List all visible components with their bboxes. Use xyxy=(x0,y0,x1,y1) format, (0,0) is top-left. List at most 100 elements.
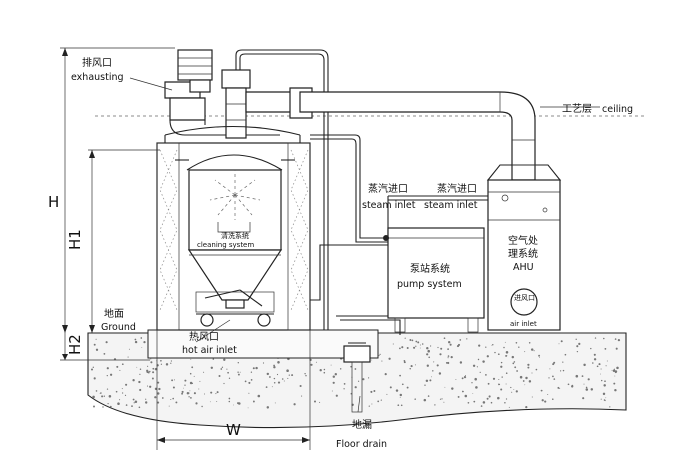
soil-speck xyxy=(400,404,403,407)
soil-speck xyxy=(157,381,160,384)
soil-speck xyxy=(106,374,108,377)
soil-speck xyxy=(102,406,104,408)
soil-speck xyxy=(92,366,94,368)
soil-speck xyxy=(511,355,515,359)
steam-inlet-1-en: steam inlet xyxy=(362,200,416,211)
soil-speck xyxy=(464,394,468,398)
soil-speck xyxy=(476,366,478,368)
ahu-unit xyxy=(486,164,562,331)
soil-speck xyxy=(193,392,196,395)
soil-speck xyxy=(399,393,403,397)
soil-speck xyxy=(332,375,336,378)
soil-speck xyxy=(487,382,490,385)
soil-speck xyxy=(447,348,449,350)
soil-speck xyxy=(477,358,480,361)
soil-speck xyxy=(198,388,200,390)
soil-speck xyxy=(403,360,406,362)
soil-speck xyxy=(221,366,224,368)
soil-speck xyxy=(508,406,510,408)
soil-speck xyxy=(486,397,489,400)
soil-speck xyxy=(362,378,365,381)
foundation-slab xyxy=(147,329,379,359)
soil-speck xyxy=(500,365,503,368)
soil-speck xyxy=(334,373,337,376)
soil-speck xyxy=(350,365,352,368)
soil-speck xyxy=(191,366,194,369)
soil-speck xyxy=(605,365,607,367)
soil-speck xyxy=(583,383,585,385)
soil-speck xyxy=(604,399,606,402)
soil-speck xyxy=(576,345,579,348)
soil-speck xyxy=(354,368,357,370)
soil-speck xyxy=(485,346,487,348)
soil-speck xyxy=(492,377,496,380)
ahu-label-cn-1: 空气处 xyxy=(508,234,538,247)
soil-speck xyxy=(614,338,617,340)
soil-speck xyxy=(505,398,508,400)
soil-speck xyxy=(150,361,153,364)
soil-speck xyxy=(540,389,543,392)
soil-speck xyxy=(598,363,601,366)
soil-speck xyxy=(562,369,565,372)
soil-speck xyxy=(134,340,138,344)
soil-speck xyxy=(457,395,460,398)
soil-speck xyxy=(305,374,307,377)
soil-speck xyxy=(433,361,435,363)
soil-speck xyxy=(575,338,577,340)
soil-speck xyxy=(490,401,493,404)
soil-speck xyxy=(447,361,450,365)
soil-speck xyxy=(515,341,518,344)
soil-speck xyxy=(497,353,500,356)
soil-speck xyxy=(133,402,135,404)
soil-speck xyxy=(248,381,251,384)
soil-speck xyxy=(237,373,240,376)
soil-speck xyxy=(455,379,457,381)
soil-speck xyxy=(193,375,195,377)
soil-speck xyxy=(343,383,346,385)
soil-speck xyxy=(161,397,164,399)
soil-speck xyxy=(190,397,192,399)
soil-speck xyxy=(276,373,279,376)
soil-speck xyxy=(594,337,597,339)
soil-speck xyxy=(547,394,549,395)
soil-speck xyxy=(121,388,123,390)
floor-drain-label-en: Floor drain xyxy=(336,439,387,450)
soil-speck xyxy=(549,368,551,370)
soil-texture xyxy=(90,337,621,409)
soil-speck xyxy=(145,401,148,404)
soil-speck xyxy=(171,379,174,382)
soil-speck xyxy=(427,349,430,353)
soil-speck xyxy=(172,397,174,400)
soil-speck xyxy=(426,346,429,350)
soil-speck xyxy=(587,378,590,381)
soil-speck xyxy=(203,393,206,395)
soil-speck xyxy=(220,368,223,370)
soil-speck xyxy=(519,375,523,379)
soil-speck xyxy=(415,340,418,343)
soil-speck xyxy=(614,388,617,392)
soil-speck xyxy=(429,379,432,382)
soil-speck xyxy=(371,359,373,361)
soil-speck xyxy=(500,361,503,364)
soil-speck xyxy=(380,399,382,401)
soil-speck xyxy=(581,375,584,377)
soil-speck xyxy=(530,348,534,351)
soil-speck xyxy=(173,379,175,381)
soil-speck xyxy=(603,384,606,387)
soil-speck xyxy=(419,344,421,346)
soil-speck xyxy=(247,407,249,409)
soil-speck xyxy=(265,386,268,388)
soil-speck xyxy=(121,363,124,366)
soil-speck xyxy=(559,388,561,389)
soil-speck xyxy=(244,380,247,383)
soil-speck xyxy=(332,381,335,384)
soil-speck xyxy=(107,402,109,405)
soil-speck xyxy=(227,371,229,374)
soil-speck xyxy=(600,368,602,370)
soil-speck xyxy=(538,354,541,357)
soil-speck xyxy=(125,383,128,386)
soil-speck xyxy=(368,377,370,379)
soil-speck xyxy=(132,398,135,401)
soil-speck xyxy=(512,362,515,365)
soil-speck xyxy=(541,399,544,402)
